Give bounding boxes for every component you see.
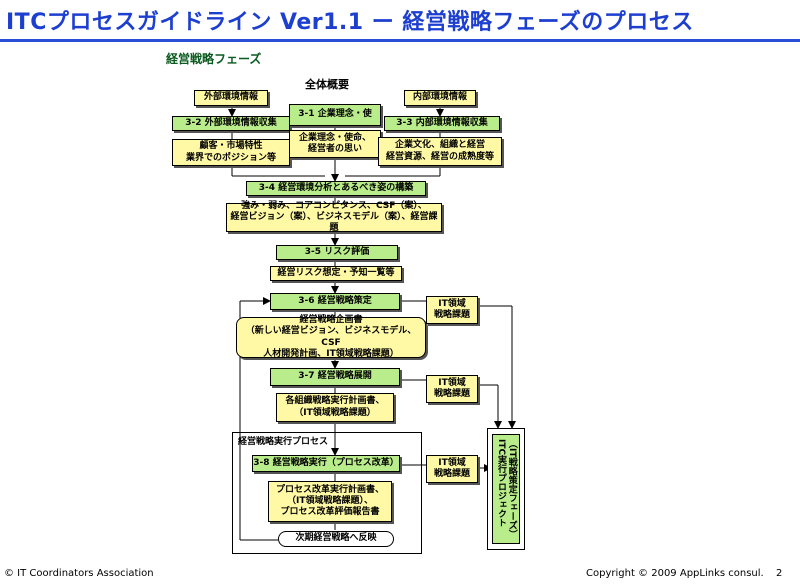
phase-label: 経営戦略フェーズ <box>166 52 262 66</box>
process-3-8-execution: 3-8 経営戦略実行（プロセス改革） <box>252 455 400 472</box>
internal-env-info: 内部環境情報 <box>404 90 476 106</box>
it-strategy-issue-1: IT領域 戦略課題 <box>426 296 478 324</box>
overview-label: 全体概要 <box>305 78 349 91</box>
page-number: 2 <box>776 568 783 579</box>
philosophy-output: 企業理念・使命、 経営者の思い <box>289 130 381 158</box>
it-strategy-issue-2: IT領域 戦略課題 <box>426 375 478 403</box>
internal-output: 企業文化、組織と経営 経営資源、経営の成熟度等 <box>378 137 502 166</box>
execution-process-region <box>232 432 422 554</box>
analysis-output: 強み・弱み、コアコンピタンス、CSF（案）、 経営ビジョン（案）、ビジネスモデル… <box>226 201 442 233</box>
process-3-1-philosophy: 3-1 企業理念・使 <box>289 104 381 126</box>
deploy-output: 各組織戦略実行計画書、 （IT領域戦略課題） <box>276 393 394 422</box>
process-3-6-strategy: 3-6 経営戦略策定 <box>270 293 400 310</box>
process-3-2-external-collection: 3-2 外部環境情報収集 <box>172 116 290 131</box>
process-3-4-analysis: 3-4 経営環境分析とあるべき姿の構築 <box>246 181 426 196</box>
page-title: ITCプロセスガイドライン Ver1.1 ー 経営戦略フェーズのプロセス <box>6 10 694 35</box>
footer-copyright: Copyright © 2009 AppLinks consul. <box>586 568 764 579</box>
execution-output: プロセス改革実行計画書、 （IT領域戦略課題）、 プロセス改革評価報告書 <box>268 481 392 522</box>
external-env-info: 外部環境情報 <box>194 90 268 106</box>
process-3-3-internal-collection: 3-3 内部環境情報収集 <box>384 116 500 131</box>
itc-execution-project: （IT戦略策定フェーズ） ITC実行プロジェクト <box>492 434 520 544</box>
feedback-next-strategy: 次期経営戦略へ反映 <box>278 531 394 547</box>
risk-output: 経営リスク想定・予知一覧等 <box>270 266 402 281</box>
execution-region-label: 経営戦略実行プロセス <box>238 437 329 447</box>
external-output: 顧客・市場特性 業界でのポジション等 <box>172 139 290 166</box>
footer-association: © IT Coordinators Association <box>4 568 154 579</box>
itc-execution-project-label: （IT戦略策定フェーズ） ITC実行プロジェクト <box>496 439 517 539</box>
title-underline <box>0 39 800 42</box>
strategy-output: 経営戦略企画書 （新しい経営ビジョン、ビジネスモデル、CSF 人材開発計画、IT… <box>236 315 426 359</box>
process-3-7-deploy: 3-7 経営戦略展開 <box>270 368 400 386</box>
process-3-5-risk: 3-5 リスク評価 <box>276 245 398 260</box>
it-strategy-issue-3: IT領域 戦略課題 <box>426 455 478 483</box>
